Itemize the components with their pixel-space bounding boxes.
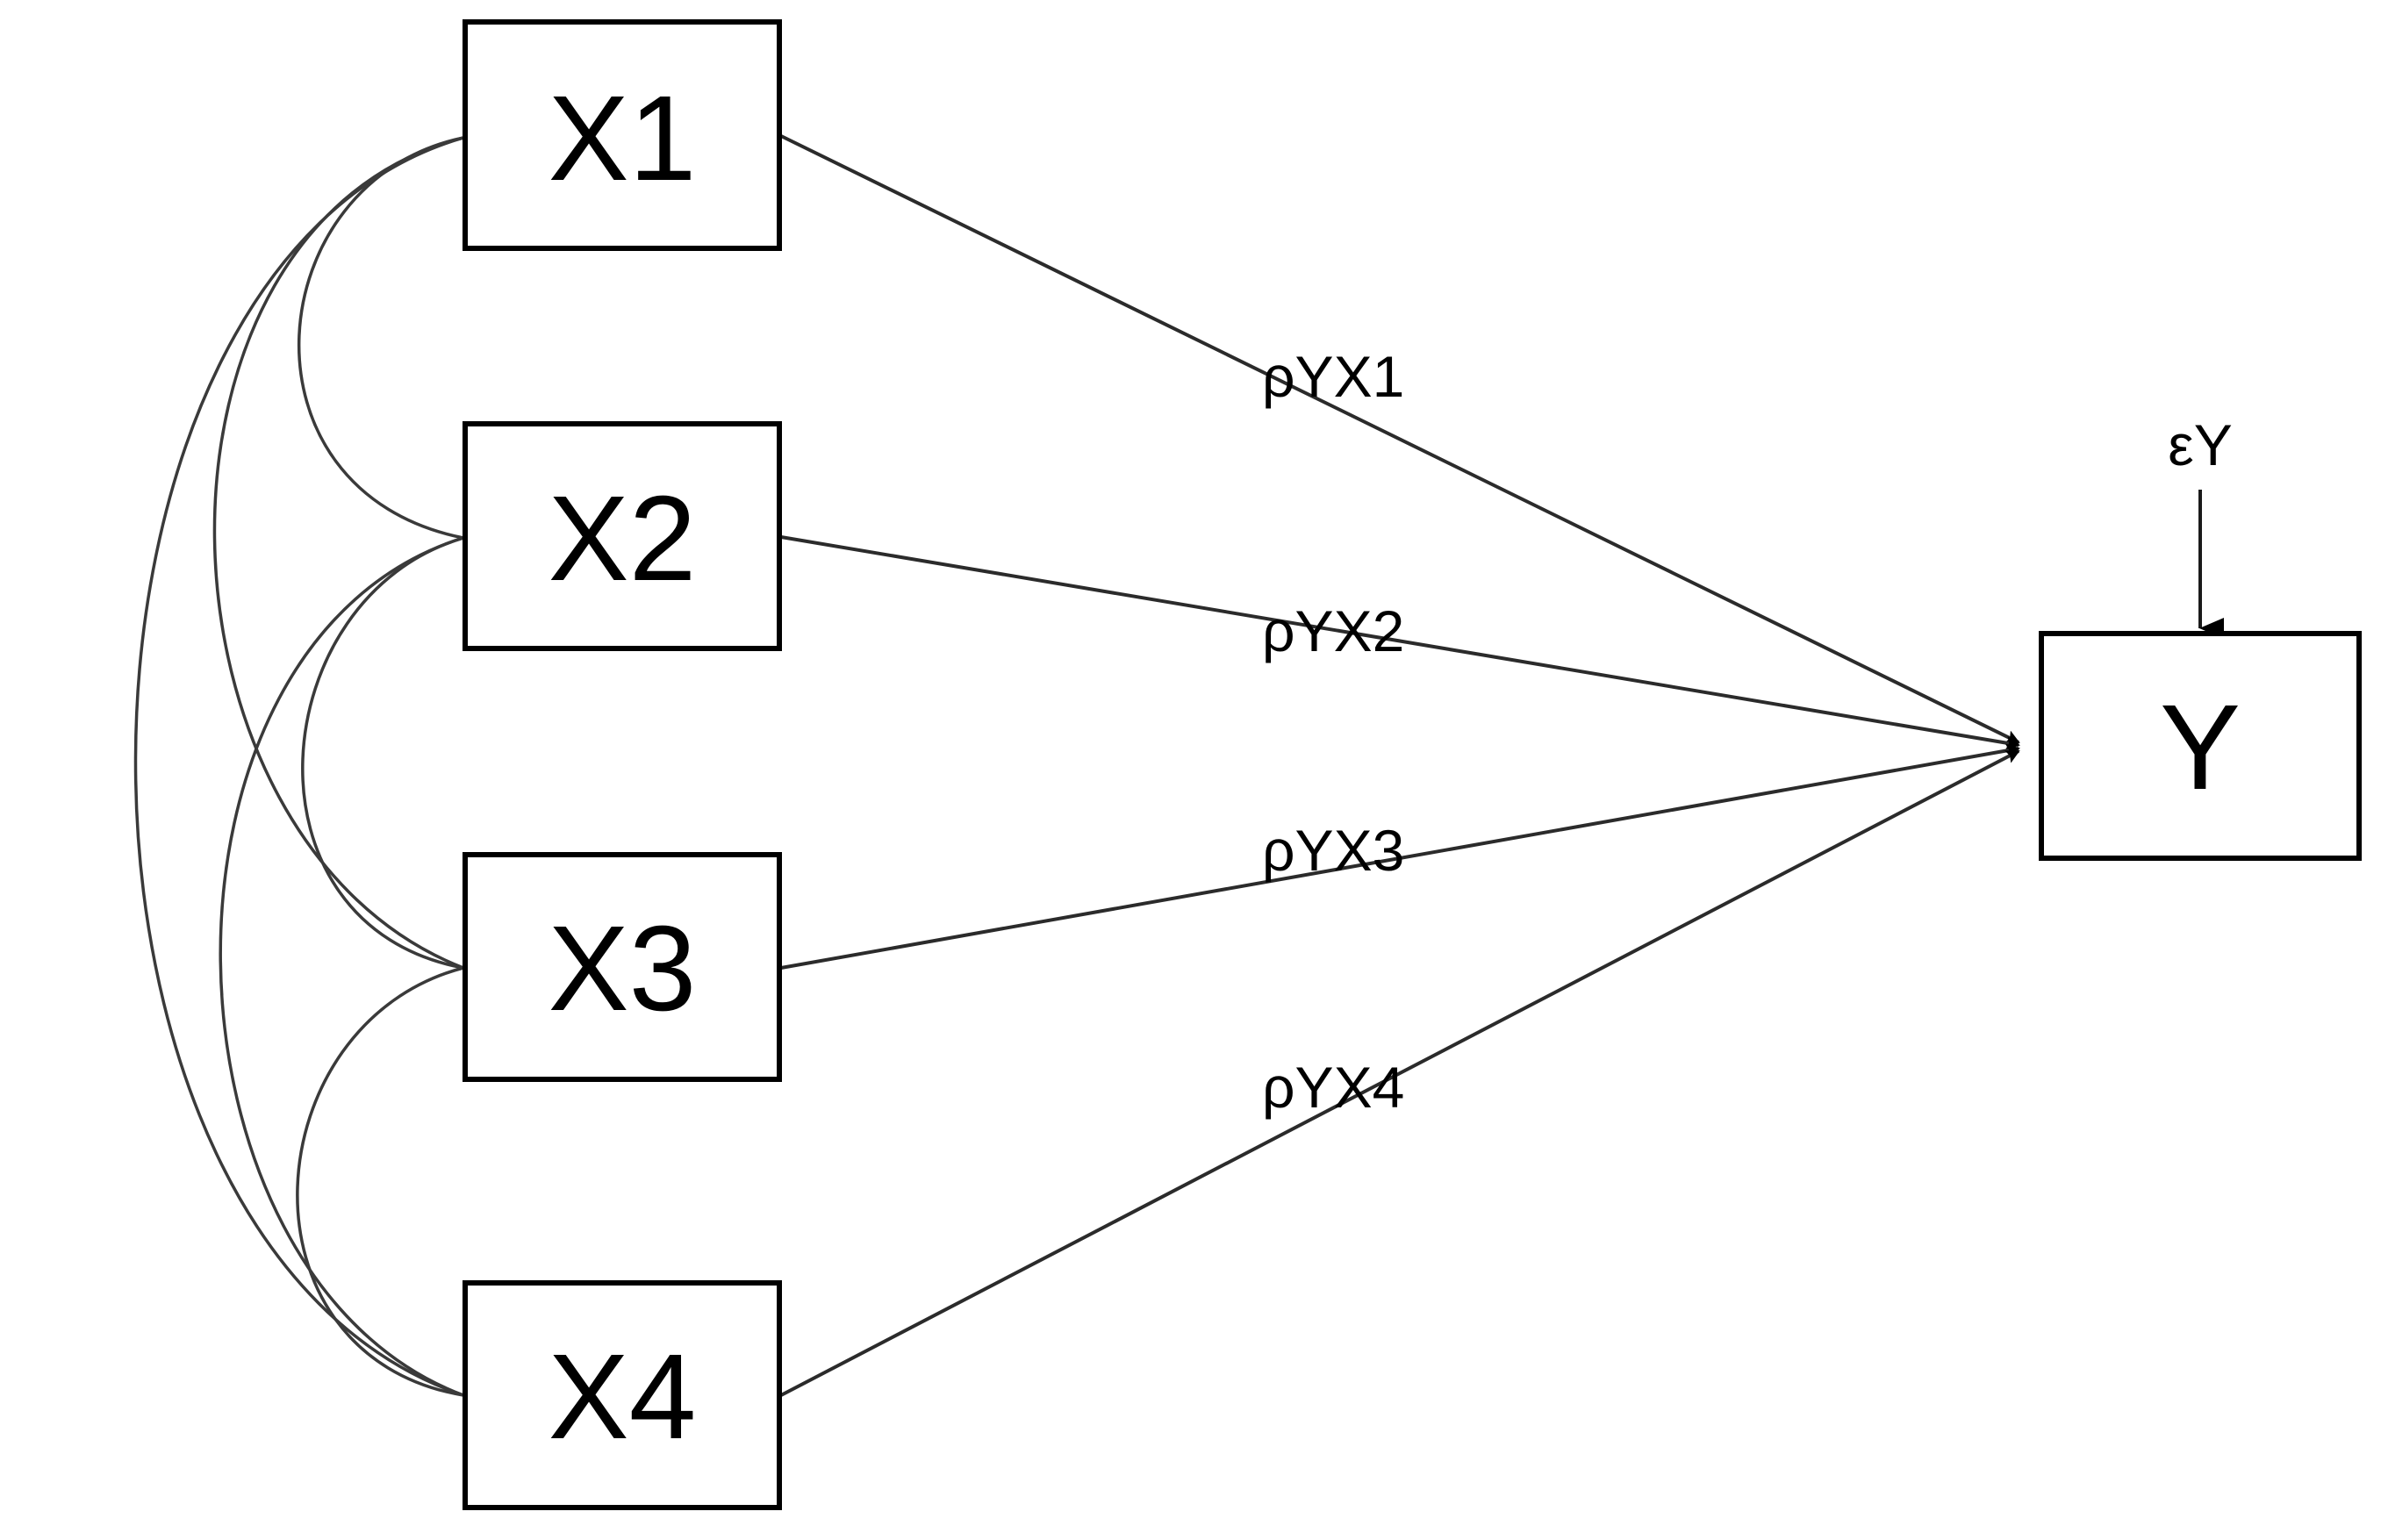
node-x1[interactable]: X1: [463, 19, 782, 251]
predictor-box-group: X1 X2 X3 X4: [463, 19, 782, 1510]
structural-path-group: [780, 134, 2020, 1397]
node-y-label: Y: [2160, 680, 2241, 815]
node-x3-label: X3: [549, 901, 697, 1036]
node-x2[interactable]: X2: [463, 421, 782, 651]
node-x3[interactable]: X3: [463, 852, 782, 1082]
path-x4-to-y: [780, 749, 2020, 1397]
correlation-arc-group: [133, 136, 464, 1397]
correlation-arc-x3-x4: [296, 966, 464, 1397]
node-x4-box[interactable]: [463, 1280, 782, 1510]
edge-label-pyx1: ρYX1: [1262, 344, 1404, 409]
correlation-arc-x2-x4: [219, 536, 464, 1397]
correlation-arc-x1-x4: [133, 136, 464, 1397]
node-x1-label: X1: [549, 71, 697, 206]
edge-label-pyx4: ρYX4: [1262, 1055, 1404, 1120]
edge-label-pyx2: ρYX2: [1262, 598, 1404, 663]
node-x2-label: X2: [549, 471, 697, 606]
error-label-ey: εY: [2168, 412, 2232, 477]
node-y-box[interactable]: [2039, 631, 2362, 861]
edge-label-group: ρYX1 ρYX2 ρYX3 ρYX4 εY: [1262, 344, 2233, 1120]
node-x1-box[interactable]: [463, 19, 782, 251]
node-y[interactable]: Y: [2039, 631, 2362, 861]
node-x4-label: X4: [549, 1329, 697, 1465]
path-x2-to-y: [780, 535, 2020, 750]
correlation-arc-x1-x2: [298, 136, 464, 540]
node-x2-box[interactable]: [463, 421, 782, 651]
correlation-arc-x2-x3: [301, 536, 464, 970]
path-x1-to-y: [780, 134, 2020, 744]
node-x3-box[interactable]: [463, 852, 782, 1082]
node-x4[interactable]: X4: [463, 1280, 782, 1510]
edge-label-pyx3: ρYX3: [1262, 818, 1404, 883]
path-x3-to-y: [780, 743, 2020, 970]
